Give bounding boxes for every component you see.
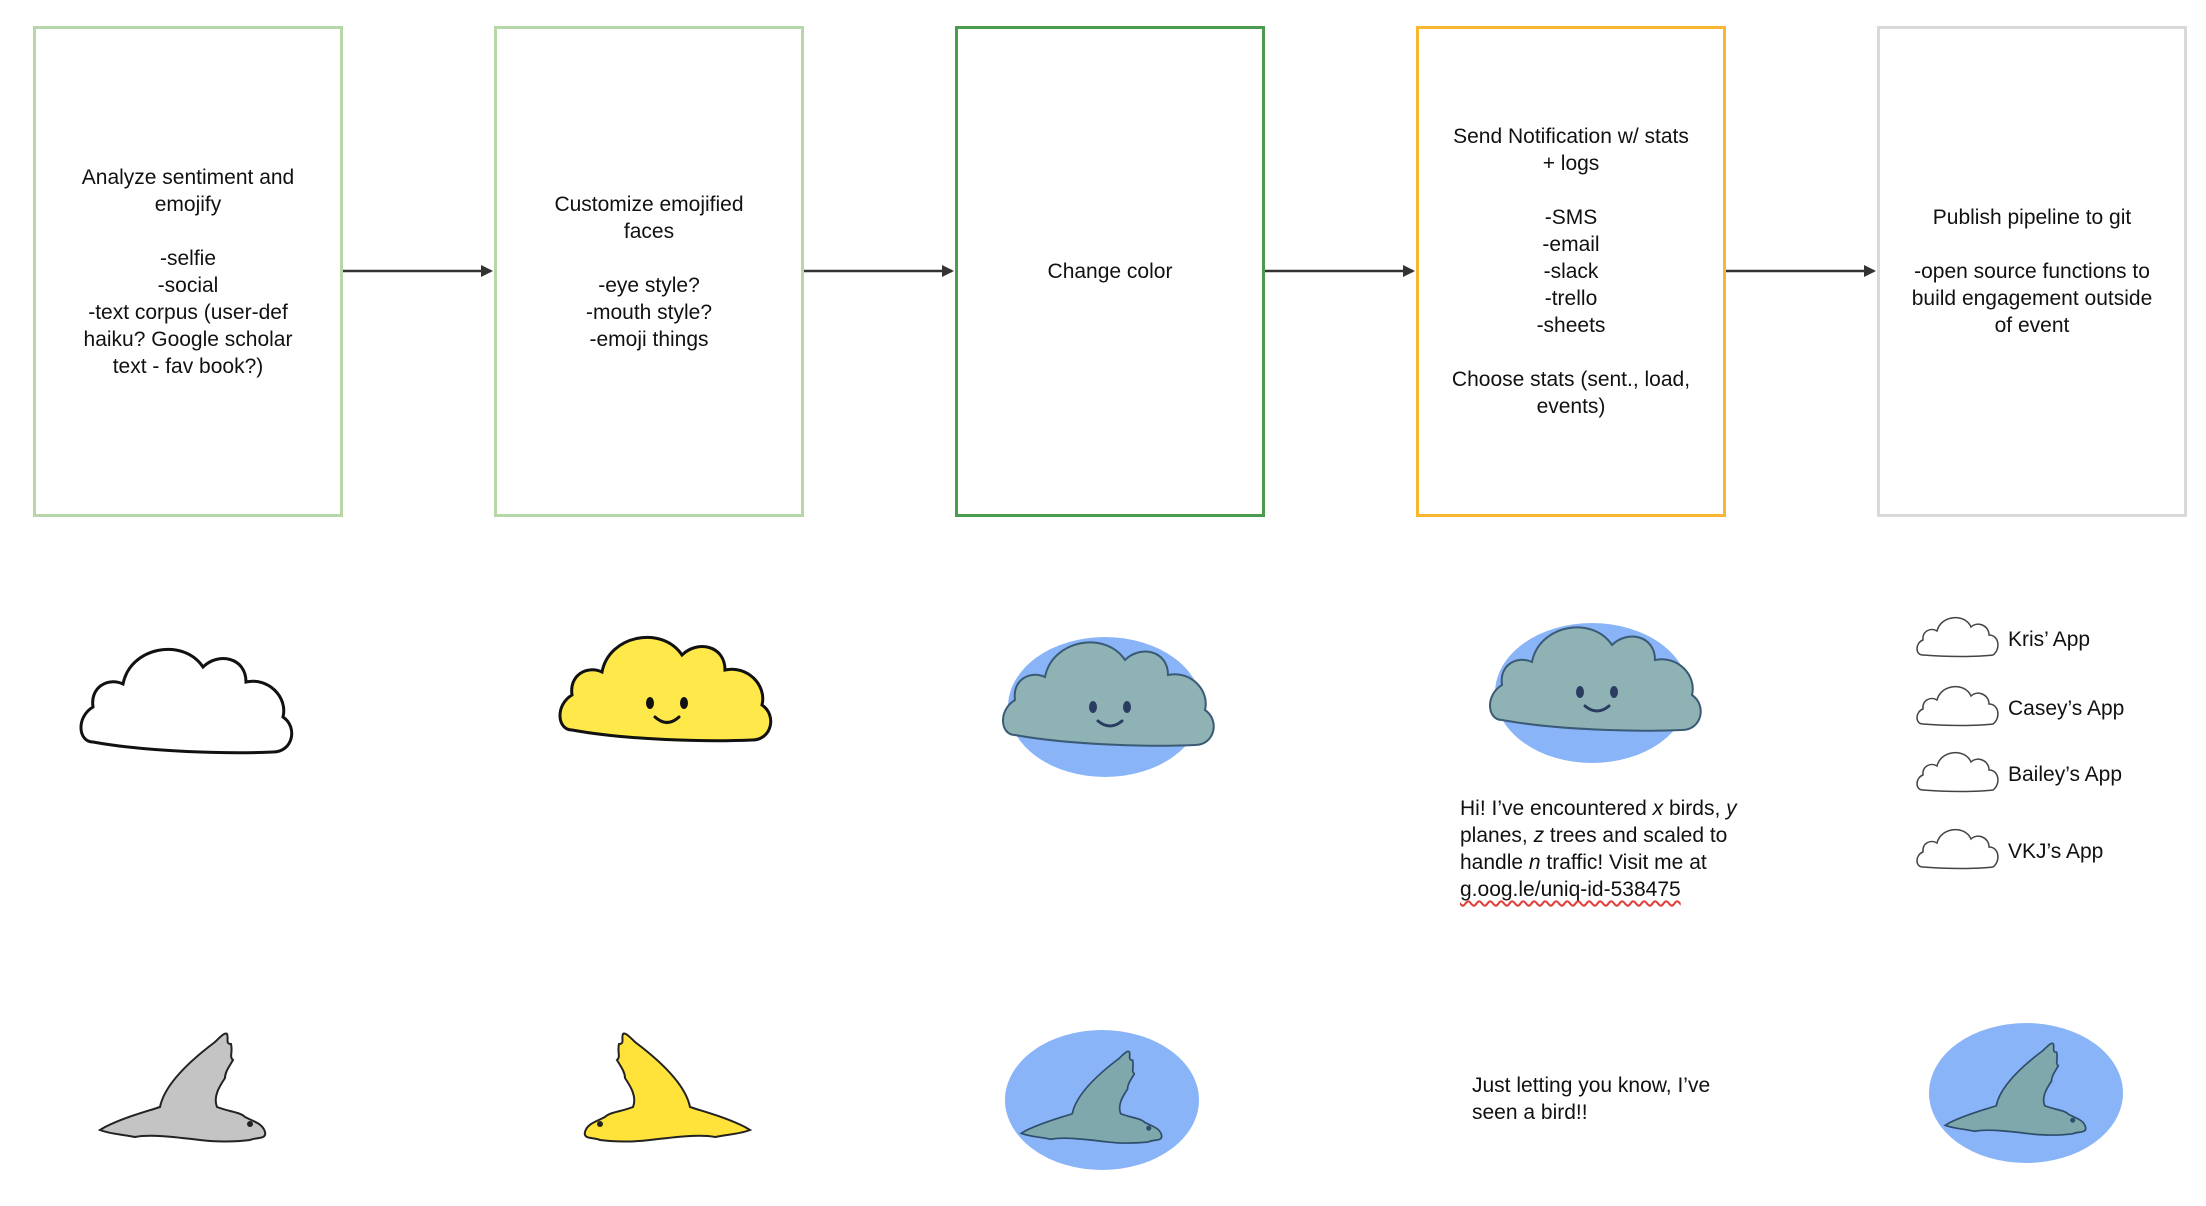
step-publish-pipeline: Publish pipeline to git -open source fun…: [1877, 26, 2187, 517]
bird-message: Just letting you know, I’ve seen a bird!…: [1472, 1074, 1711, 1124]
message-text-5: traffic! Visit me at: [1540, 851, 1707, 874]
step-analyze-text: Analyze sentiment and emojify -selfie -s…: [81, 165, 295, 378]
plain-cloud-icon: [79, 647, 294, 755]
step-customize-text: Customize emojified faces -eye style? -m…: [554, 192, 744, 351]
step-analyze-sentiment: Analyze sentiment and emojify -selfie -s…: [33, 26, 343, 517]
vkj-app-cloud-icon: [1916, 828, 1999, 870]
step-color-text: Change color: [1047, 260, 1173, 283]
message-text-2: birds,: [1663, 797, 1727, 820]
message-link[interactable]: g.oog.le/uniq-id-538475: [1460, 878, 1681, 901]
teal-bird-published-icon: [1929, 1023, 2123, 1163]
message-text-4: trees and scaled to handle: [1460, 824, 1728, 874]
casey-app-cloud-icon: [1916, 685, 1999, 727]
step-publish-text: Publish pipeline to git -open source fun…: [1911, 206, 2153, 337]
step-send-notification: Send Notification w/ stats + logs -SMS -…: [1416, 26, 1726, 517]
message-var-x: x: [1652, 797, 1664, 820]
teal-cloud-notification-icon: [1488, 623, 1702, 763]
step-notification-text: Send Notification w/ stats + logs -SMS -…: [1451, 125, 1691, 418]
kris-app-cloud-icon: [1916, 616, 1999, 658]
bailey-app-cloud-icon: [1916, 751, 1999, 793]
step-change-color: Change color: [955, 26, 1265, 517]
gray-bird-icon: [99, 1032, 267, 1143]
message-var-n: n: [1528, 851, 1541, 874]
step-customize-faces: Customize emojified faces -eye style? -m…: [494, 26, 804, 517]
app-label-casey: Casey’s App: [2008, 697, 2125, 720]
app-label-kris: Kris’ App: [2008, 628, 2091, 651]
message-text-1: Hi! I’ve encountered: [1460, 797, 1653, 820]
app-label-bailey: Bailey’s App: [2008, 763, 2123, 786]
teal-bird-blue-circle-icon: [1005, 1030, 1199, 1170]
app-label-vkj: VKJ’s App: [2008, 840, 2104, 863]
teal-cloud-blue-circle-icon: [1001, 637, 1215, 777]
yellow-smiling-cloud-icon: [558, 635, 773, 743]
message-var-z: z: [1533, 824, 1545, 847]
message-var-y: y: [1726, 797, 1737, 820]
yellow-bird-icon: [583, 1032, 751, 1143]
notification-message: Hi! I’ve encountered x birds, y planes, …: [1460, 795, 1750, 903]
message-text-3: planes,: [1460, 824, 1534, 847]
